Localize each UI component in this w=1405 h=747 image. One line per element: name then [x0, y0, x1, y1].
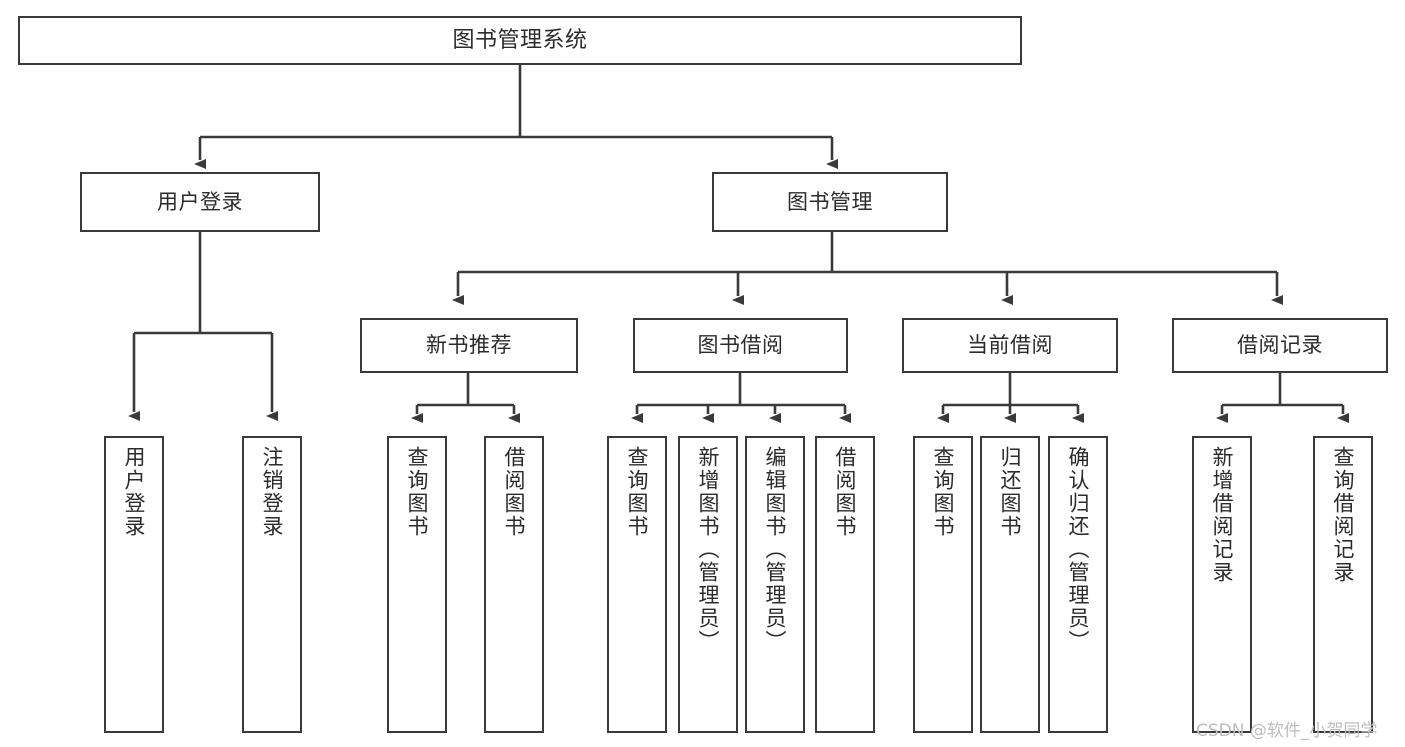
node-leaf-user-login[interactable]: 用户登录	[104, 436, 164, 733]
node-leaf-logout-label: 注销登录	[260, 446, 285, 538]
node-root-label: 图书管理系统	[452, 27, 588, 53]
node-leaf-query-book-1[interactable]: 查询图书	[387, 436, 447, 733]
node-leaf-query-record[interactable]: 查询借阅记录	[1313, 436, 1373, 733]
node-book-borrow[interactable]: 图书借阅	[633, 318, 848, 373]
node-leaf-borrow-book-2[interactable]: 借阅图书	[815, 436, 875, 733]
node-leaf-query-book-3[interactable]: 查询图书	[913, 436, 973, 733]
node-leaf-add-record[interactable]: 新增借阅记录	[1192, 436, 1252, 733]
node-leaf-query-record-label: 查询借阅记录	[1331, 446, 1356, 584]
node-leaf-add-book[interactable]: 新增图书（管理员）	[678, 436, 738, 733]
node-root[interactable]: 图书管理系统	[18, 16, 1022, 65]
csdn-watermark: CSDN @软件_小贺同学	[1196, 721, 1378, 741]
node-leaf-query-book-1-label: 查询图书	[405, 446, 430, 538]
node-leaf-borrow-book-2-label: 借阅图书	[833, 446, 858, 538]
node-leaf-edit-book[interactable]: 编辑图书（管理员）	[745, 436, 805, 733]
node-leaf-query-book-2-label: 查询图书	[625, 446, 650, 538]
node-user-login[interactable]: 用户登录	[80, 172, 320, 232]
node-new-book-recommend[interactable]: 新书推荐	[360, 318, 578, 373]
node-leaf-add-book-label: 新增图书（管理员）	[696, 446, 721, 653]
node-leaf-borrow-book-1[interactable]: 借阅图书	[484, 436, 544, 733]
node-leaf-query-book-3-label: 查询图书	[931, 446, 956, 538]
node-leaf-user-login-label: 用户登录	[122, 446, 147, 538]
node-book-manage[interactable]: 图书管理	[712, 172, 948, 232]
node-borrow-record-label: 借阅记录	[1237, 333, 1323, 358]
node-leaf-logout[interactable]: 注销登录	[242, 436, 302, 733]
node-leaf-return-book[interactable]: 归还图书	[980, 436, 1040, 733]
node-borrow-record[interactable]: 借阅记录	[1172, 318, 1388, 373]
node-leaf-query-book-2[interactable]: 查询图书	[607, 436, 667, 733]
node-book-manage-label: 图书管理	[787, 189, 873, 214]
node-leaf-borrow-book-1-label: 借阅图书	[502, 446, 527, 538]
node-leaf-edit-book-label: 编辑图书（管理员）	[763, 446, 788, 653]
node-leaf-confirm-return[interactable]: 确认归还（管理员）	[1048, 436, 1108, 733]
node-user-login-label: 用户登录	[157, 189, 243, 214]
node-current-borrow[interactable]: 当前借阅	[902, 318, 1118, 373]
node-leaf-return-book-label: 归还图书	[998, 446, 1023, 538]
node-leaf-confirm-return-label: 确认归还（管理员）	[1066, 446, 1091, 653]
node-current-borrow-label: 当前借阅	[967, 333, 1053, 358]
node-book-borrow-label: 图书借阅	[697, 333, 784, 358]
node-new-book-recommend-label: 新书推荐	[426, 333, 512, 358]
node-leaf-add-record-label: 新增借阅记录	[1210, 446, 1235, 584]
